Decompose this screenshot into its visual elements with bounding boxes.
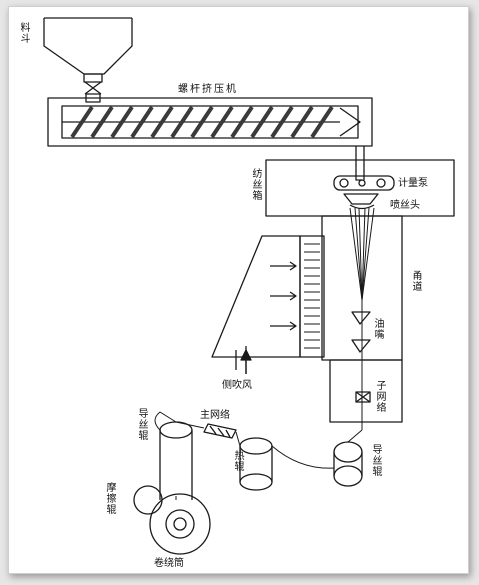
label-spinneret: 喷丝头: [390, 200, 420, 211]
label-winding-drum: 卷绕筒: [154, 558, 184, 569]
label-hot-roll: 热辊: [232, 450, 243, 472]
side-blow-duct: [211, 235, 325, 374]
thread-path: [133, 411, 363, 555]
screw-extruder: [47, 97, 373, 181]
figure-card: [8, 6, 469, 574]
quench-chamber: [321, 204, 403, 430]
label-channel: 甬道: [410, 270, 421, 292]
label-friction-roll: 摩擦辊: [104, 482, 115, 515]
label-godet-roll-left: 导丝辊: [136, 408, 147, 441]
hopper: [43, 17, 133, 103]
label-main-interlace: 主网络: [200, 410, 230, 421]
label-oil-nozzle: 油嘴: [372, 318, 383, 340]
label-spin-box: 纺丝箱: [250, 168, 261, 201]
label-hopper: 料斗: [18, 22, 29, 44]
label-extruder: 螺杆挤压机: [178, 84, 238, 95]
label-godet-roll-right: 导丝辊: [370, 444, 381, 477]
label-metering-pump: 计量泵: [398, 178, 428, 189]
label-side-blow: 侧吹风: [222, 380, 252, 391]
label-interlace-nozzle: 子网络: [374, 380, 385, 413]
